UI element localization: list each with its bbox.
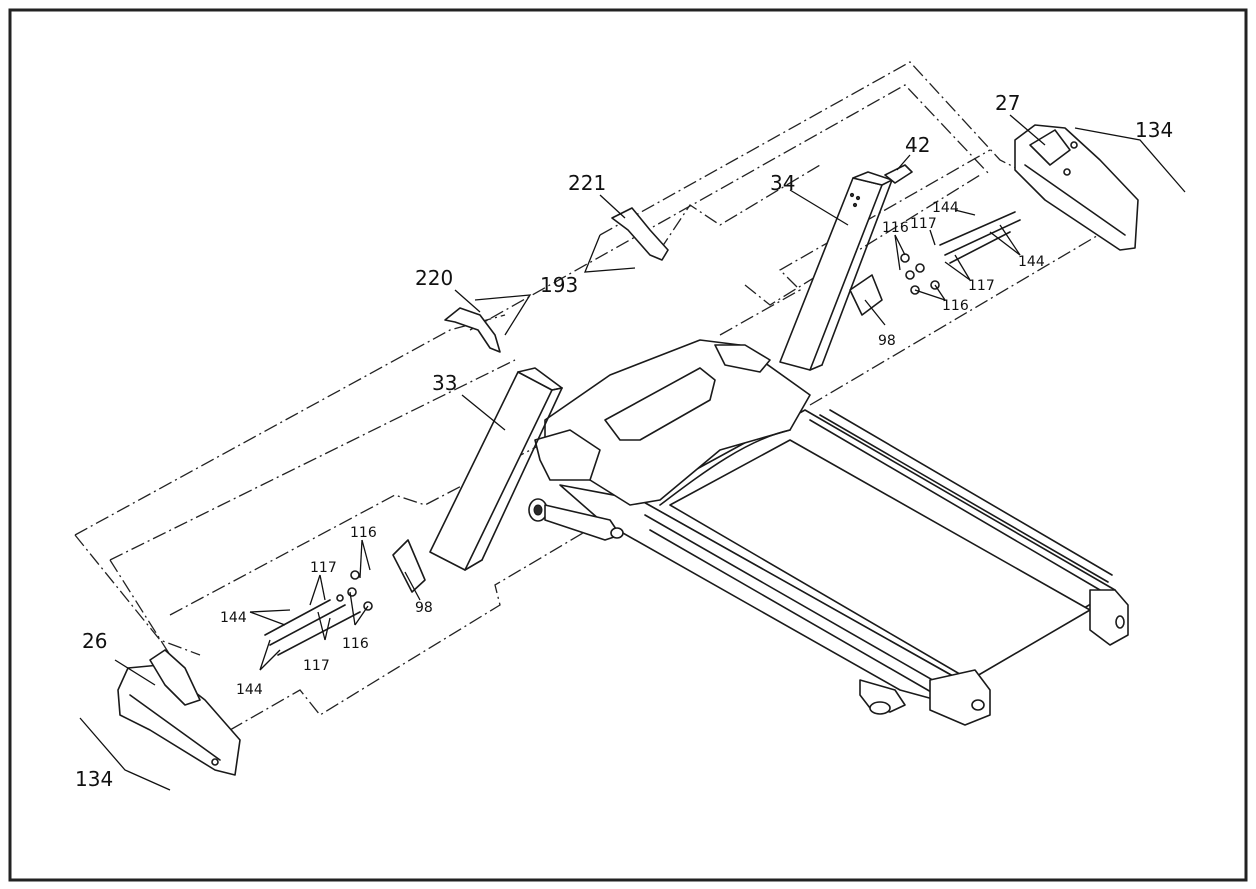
label-134-left: 134: [75, 767, 113, 791]
label-33: 33: [432, 371, 457, 395]
end-cap-26: [117, 649, 241, 776]
label-98-right: 98: [878, 333, 896, 349]
label-116-right-1: 116: [882, 220, 909, 236]
label-116-left-1: 116: [350, 525, 377, 541]
cover-221: [611, 207, 669, 261]
label-26: 26: [82, 629, 107, 653]
part-labels: 26 134 27 134 33 34 42 220 221 193 98 98…: [75, 91, 1173, 791]
label-193: 193: [540, 273, 578, 297]
label-117-left-1: 117: [310, 560, 337, 576]
label-27: 27: [995, 91, 1020, 115]
label-117-left-2: 117: [303, 658, 330, 674]
upright-33: [429, 367, 563, 571]
label-144-right-1: 144: [932, 200, 959, 216]
label-117-right-1: 117: [910, 216, 937, 232]
cover-220: [444, 307, 501, 353]
label-34: 34: [770, 171, 795, 195]
upright-34: [779, 171, 893, 371]
label-144-left-1: 144: [220, 610, 247, 626]
label-98-left: 98: [415, 600, 433, 616]
label-144-right-2: 144: [1018, 254, 1045, 270]
label-220: 220: [415, 266, 453, 290]
hardware-left: [264, 570, 373, 656]
leader-lines: [79, 114, 1186, 791]
label-116-right-2: 116: [942, 298, 969, 314]
diagram-border: [8, 8, 1248, 882]
plate-98-right: [849, 274, 883, 316]
assembly-guide-lines: [74, 61, 1141, 731]
label-117-right-2: 117: [968, 278, 995, 294]
label-42: 42: [905, 133, 930, 157]
label-116-left-2: 116: [342, 636, 369, 652]
end-cap-27: [1014, 124, 1139, 251]
plate-98-left: [392, 539, 426, 593]
label-134-right: 134: [1135, 118, 1173, 142]
label-221: 221: [568, 171, 606, 195]
treadmill-deck: [528, 339, 1129, 726]
label-144-left-2: 144: [236, 682, 263, 698]
